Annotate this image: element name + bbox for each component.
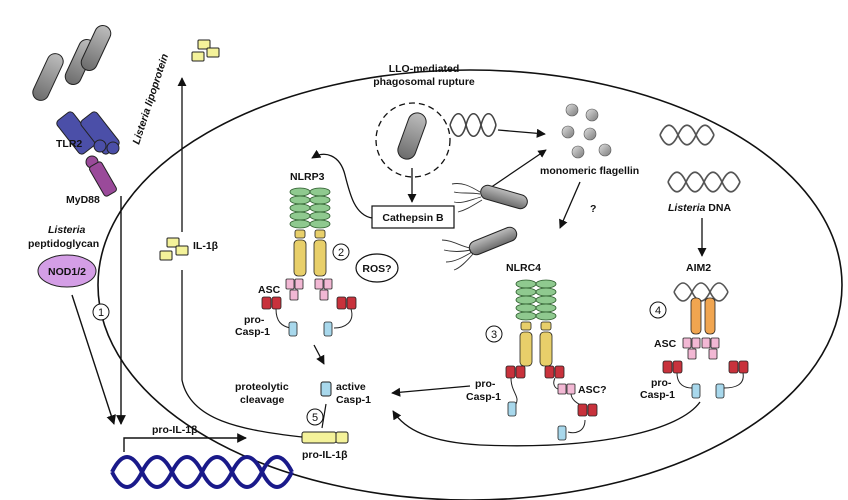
nlrp3-casp1-label: Casp-1 bbox=[235, 326, 270, 338]
nod12-node bbox=[37, 254, 97, 288]
active-casp1 bbox=[320, 381, 332, 397]
il1b-label: IL-1β bbox=[193, 240, 219, 252]
active-label: active bbox=[336, 381, 366, 393]
tlr2-label: TLR2 bbox=[56, 138, 82, 150]
nlrp3-lrr-domains bbox=[289, 187, 331, 229]
aim2-asc bbox=[682, 337, 720, 360]
nlrp3-nacht-domains bbox=[293, 229, 327, 277]
nlrc4-label: NLRC4 bbox=[506, 262, 541, 274]
pro-il1b-protein bbox=[301, 431, 349, 444]
cathepsin-to-nlrp3-arrow bbox=[311, 149, 373, 219]
nlrp3-card bbox=[261, 296, 357, 310]
step-3-marker: 3 bbox=[485, 325, 503, 343]
flagellated-bacterium-1 bbox=[451, 183, 528, 213]
aim2-links bbox=[676, 372, 744, 389]
cleavage-label: cleavage bbox=[240, 394, 285, 406]
tlr2-receptor bbox=[56, 111, 120, 155]
cathepsin-b-box bbox=[371, 205, 455, 229]
aim2-pro-label: pro- bbox=[651, 377, 672, 389]
svg-text:3: 3 bbox=[491, 329, 497, 341]
transcription-arrow bbox=[123, 433, 247, 452]
nod-to-gene-arrow bbox=[71, 294, 116, 425]
ros-bubble bbox=[355, 253, 399, 283]
listeria-lipoprotein-rods bbox=[32, 24, 112, 101]
dna-to-flagellin-arrow bbox=[497, 128, 546, 138]
listeria-label: Listeria bbox=[48, 224, 86, 236]
aim2-asc-label: ASC bbox=[654, 338, 677, 350]
nlrp3-casp-small bbox=[288, 321, 333, 337]
nlrc4-nacht-domains bbox=[519, 321, 553, 367]
nlrp3-asc bbox=[285, 278, 333, 301]
step-5-marker: 5 bbox=[306, 408, 324, 426]
pro-il1b-protein-label: pro-IL-1β bbox=[302, 449, 348, 461]
nod12-label: NOD1/2 bbox=[48, 266, 86, 278]
aim2-casp1-label: Casp-1 bbox=[640, 389, 675, 401]
host-gene-dna bbox=[110, 455, 294, 489]
pro-il1b-gene-label: pro-IL-1β bbox=[152, 424, 198, 436]
active-casp1-label: Casp-1 bbox=[336, 394, 371, 406]
cathepsin-b-label: Cathepsin B bbox=[382, 212, 444, 224]
il1b-intracellular bbox=[159, 237, 189, 261]
flagellin-to-nlrc4-arrow bbox=[559, 181, 581, 229]
question-mark: ? bbox=[590, 203, 596, 215]
nlrp3-pro-label: pro- bbox=[244, 314, 265, 326]
il1b-secreted bbox=[191, 39, 220, 62]
listeria-dna bbox=[659, 124, 741, 193]
nlrc4-lrr-domains bbox=[515, 279, 557, 321]
nlrp3-pro-casp1 bbox=[275, 308, 353, 329]
flagellated-bacterium-2 bbox=[441, 226, 518, 271]
bacterium-to-flagellin-arrow bbox=[489, 149, 547, 189]
monomeric-flagellin-dots bbox=[561, 103, 612, 159]
svg-text:5: 5 bbox=[312, 412, 318, 424]
myd88-adaptor bbox=[85, 155, 117, 197]
aim2-hin-domains bbox=[690, 297, 716, 335]
cell-membrane bbox=[97, 69, 843, 500]
asc-question-label: ASC? bbox=[578, 384, 607, 396]
myd88-label: MyD88 bbox=[66, 194, 100, 206]
il1b-secretion-path bbox=[181, 270, 303, 438]
proteolytic-label: proteolytic bbox=[235, 381, 289, 393]
llo-label-1: LLO-mediated bbox=[389, 63, 460, 75]
nlrp3-label: NLRP3 bbox=[290, 171, 325, 183]
aim2-to-active-casp-arrow bbox=[392, 401, 701, 447]
listeria-lipoprotein-label: Listeria lipoprotein bbox=[130, 52, 171, 146]
nlrc4-casp-small bbox=[507, 401, 567, 441]
aim2-dna bbox=[673, 282, 729, 302]
phagosome-bacterium bbox=[397, 112, 427, 160]
casp1-to-il1b-arrow bbox=[321, 403, 327, 429]
nlrc4-extra-card bbox=[577, 403, 598, 417]
aim2-label: AIM2 bbox=[686, 262, 711, 274]
step-4-marker: 4 bbox=[649, 301, 667, 319]
aim2-casp-small bbox=[691, 383, 725, 399]
nlrc4-casp1-label: Casp-1 bbox=[466, 391, 501, 403]
nlrp3-asc-label: ASC bbox=[258, 284, 281, 296]
ros-label: ROS? bbox=[362, 263, 391, 275]
phagosome-dna bbox=[449, 112, 497, 138]
aim2-card bbox=[662, 360, 749, 374]
phagosome bbox=[375, 102, 451, 178]
svg-text:1: 1 bbox=[98, 307, 104, 319]
nlrc4-pro-label: pro- bbox=[475, 378, 496, 390]
nlrp3-to-active-casp-arrow bbox=[313, 344, 325, 365]
step-2-marker: 2 bbox=[332, 243, 350, 261]
svg-text:4: 4 bbox=[655, 305, 661, 317]
peptidoglycan-label: peptidoglycan bbox=[28, 238, 99, 250]
nlrc4-to-active-casp-arrow bbox=[391, 385, 471, 397]
svg-text:2: 2 bbox=[338, 247, 344, 259]
listeria-dna-label: Listeria DNA bbox=[668, 202, 731, 214]
step-1-marker: 1 bbox=[92, 303, 110, 321]
llo-label-2: phagosomal rupture bbox=[373, 76, 475, 88]
nlrc4-asc bbox=[557, 383, 576, 395]
monomeric-flagellin-label: monomeric flagellin bbox=[540, 165, 639, 177]
nlrc4-card bbox=[505, 365, 565, 379]
